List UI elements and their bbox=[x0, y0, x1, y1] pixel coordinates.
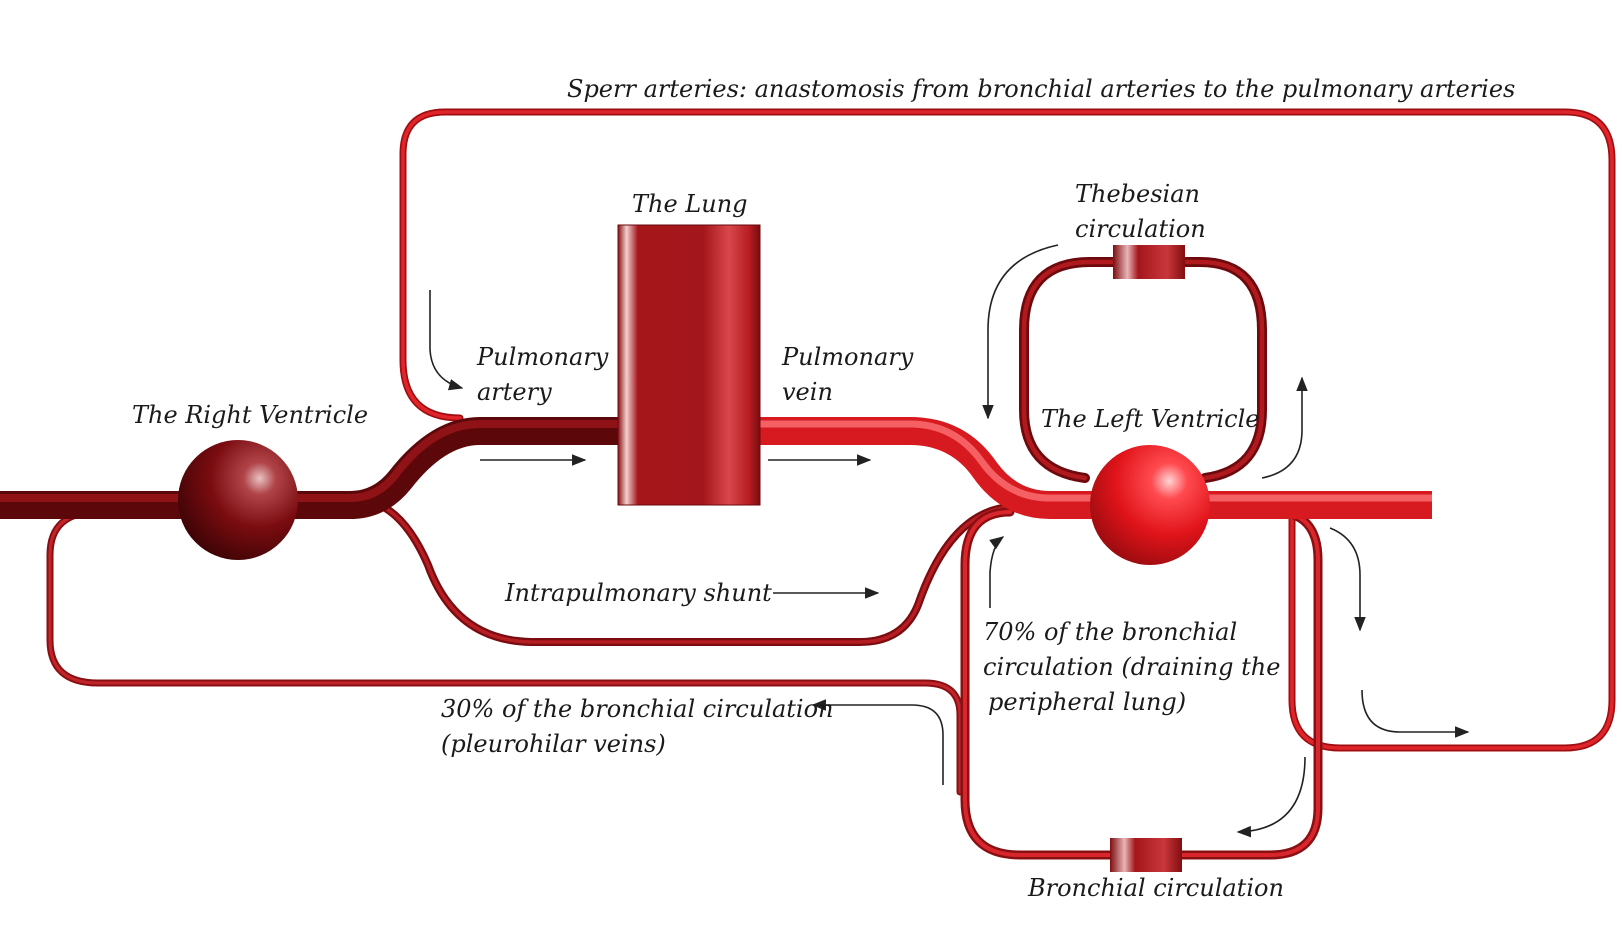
bronchial-flow-arrow bbox=[1236, 756, 1306, 838]
thebesian-capillary bbox=[1113, 245, 1185, 279]
thebesian-out-arrow bbox=[1261, 376, 1308, 479]
bronchial-30-label-line2: (pleurohilar veins) bbox=[441, 730, 666, 758]
lung-block bbox=[617, 224, 761, 506]
pulmonary-vein-label-line2: vein bbox=[782, 378, 833, 406]
bronchial-circulation-label: Bronchial circulation bbox=[1027, 874, 1284, 902]
bronchial-30-label-line1: 30% of the bronchial circulation bbox=[441, 695, 834, 723]
sperr-inflow-arrow bbox=[429, 290, 464, 391]
bronchial-70-label-line2: circulation (draining the bbox=[983, 653, 1280, 681]
bronchial-70-label-line1: 70% of the bronchial bbox=[983, 618, 1237, 646]
pleurohilar-vein-vessel bbox=[46, 508, 964, 796]
sperr-artery-vessel bbox=[399, 108, 1616, 752]
sperr-arteries-label: Sperr arteries: anastomosis from bronchi… bbox=[567, 75, 1515, 103]
bronchial-30-return-arrow bbox=[811, 699, 944, 785]
intrapulmonary-shunt-vessel bbox=[368, 498, 1014, 646]
thebesian-label-line2: circulation bbox=[1075, 215, 1206, 243]
bronchial-70-return-arrow bbox=[989, 536, 1005, 608]
pulmonary-vein-trunk bbox=[755, 417, 1432, 519]
left-ventricle-label: The Left Ventricle bbox=[1041, 405, 1260, 433]
intrapulmonary-shunt-label: Intrapulmonary shunt bbox=[504, 579, 772, 607]
right-ventricle-sphere bbox=[178, 440, 298, 560]
thebesian-label-line1: Thebesian bbox=[1075, 180, 1200, 208]
pulmonary-artery-label-line2: artery bbox=[477, 378, 552, 406]
left-ventricle-sphere bbox=[1090, 445, 1210, 565]
bronchial-70-label-line3: peripheral lung) bbox=[988, 688, 1186, 716]
systemic-venous-trunk bbox=[0, 417, 630, 519]
pulmonary-artery-label-line1: Pulmonary bbox=[476, 343, 609, 371]
thebesian-return-arrow bbox=[982, 244, 1059, 420]
sperr-out-arrow bbox=[1361, 689, 1470, 738]
right-ventricle-label: The Right Ventricle bbox=[132, 401, 368, 429]
bronchial-capillary bbox=[1110, 838, 1182, 872]
pulmonary-vein-label-line1: Pulmonary bbox=[781, 343, 914, 371]
aorta-out-arrow bbox=[1329, 527, 1366, 632]
lung-label: The Lung bbox=[632, 190, 748, 218]
